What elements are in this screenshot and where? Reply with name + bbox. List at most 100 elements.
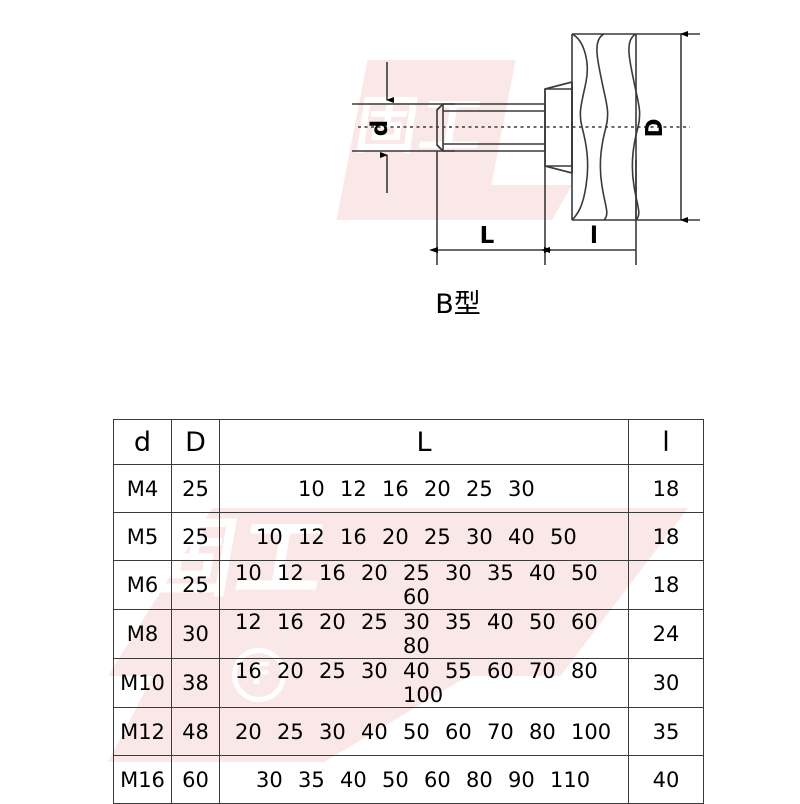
cell-length-options: 16 20 25 30 40 55 60 70 80 100 [219,658,629,708]
length-value: 90 [508,767,535,792]
dimension-label-l: l [590,223,598,249]
drawing-type-label: B型 [0,282,800,321]
cell-length-options: 12 16 20 25 30 35 40 50 60 80 [219,609,629,659]
length-value: 60 [487,659,514,683]
length-value: 35 [445,610,472,634]
length-value: 16 [319,561,346,585]
length-value: 70 [529,659,556,683]
cell-boss-length: 40 [628,755,704,804]
length-value: 25 [277,719,304,744]
length-value: 10 [298,476,325,501]
length-value: 110 [550,767,591,792]
length-value: 20 [277,659,304,683]
cell-thread-size: M5 [113,512,172,561]
dimension-label-d: d [367,120,393,136]
length-value: 50 [571,561,598,585]
cell-thread-size: M6 [113,560,172,610]
cell-knob-diameter: 25 [171,560,220,610]
length-value: 16 [340,524,367,549]
cell-boss-length: 18 [628,512,704,561]
cell-boss-length: 18 [628,560,704,610]
cell-boss-length: 18 [628,464,704,513]
length-value: 12 [298,524,325,549]
length-value: 80 [571,659,598,683]
length-value: 30 [466,524,493,549]
drawing-type-label-text: B型 [435,289,481,320]
length-value: 60 [424,767,451,792]
cell-knob-diameter: 38 [171,658,220,708]
length-value: 70 [487,719,514,744]
cell-boss-length: 35 [628,707,704,756]
cell-thread-size: M8 [113,609,172,659]
length-value: 10 [256,524,283,549]
length-value: 100 [571,719,612,744]
length-value: 12 [235,610,262,634]
length-value: 30 [403,610,430,634]
length-value: 60 [403,585,430,609]
length-value: 100 [403,683,444,707]
length-value: 16 [277,610,304,634]
length-value: 30 [445,561,472,585]
length-value: 16 [235,659,262,683]
length-value: 60 [571,610,598,634]
length-value: 35 [298,767,325,792]
length-value: 30 [256,767,283,792]
length-value: 25 [403,561,430,585]
length-value: 50 [529,610,556,634]
cell-knob-diameter: 30 [171,609,220,659]
column-header-d: d [113,419,172,465]
length-value: 30 [319,719,346,744]
cell-thread-size: M16 [113,755,172,804]
length-value: 50 [550,524,577,549]
dimension-label-L: L [480,223,495,249]
cell-boss-length: 24 [628,609,704,659]
length-value: 60 [445,719,472,744]
cell-knob-diameter: 25 [171,464,220,513]
length-value: 25 [424,524,451,549]
length-value: 40 [403,659,430,683]
column-header-L: L [219,419,629,465]
cell-knob-diameter: 25 [171,512,220,561]
length-value: 50 [382,767,409,792]
length-value: 40 [487,610,514,634]
length-value: 55 [445,659,472,683]
length-value: 30 [361,659,388,683]
length-value: 16 [382,476,409,501]
length-value: 25 [466,476,493,501]
cell-thread-size: M10 [113,658,172,708]
length-value: 20 [235,719,262,744]
length-value: 10 [235,561,262,585]
cell-knob-diameter: 60 [171,755,220,804]
length-value: 80 [403,634,430,658]
column-header-l: l [628,419,704,465]
cell-knob-diameter: 48 [171,707,220,756]
length-value: 25 [319,659,346,683]
length-value: 25 [361,610,388,634]
length-value: 12 [340,476,367,501]
table-header-row: d D L l [113,419,704,465]
cell-thread-size: M4 [113,464,172,513]
length-value: 20 [319,610,346,634]
cell-boss-length: 30 [628,658,704,708]
length-value: 12 [277,561,304,585]
length-value: 20 [382,524,409,549]
dimension-label-D: D [642,118,668,137]
length-value: 35 [487,561,514,585]
spec-table-head: d D L l [113,419,704,465]
length-value: 80 [529,719,556,744]
length-value: 40 [340,767,367,792]
column-header-D: D [171,419,220,465]
